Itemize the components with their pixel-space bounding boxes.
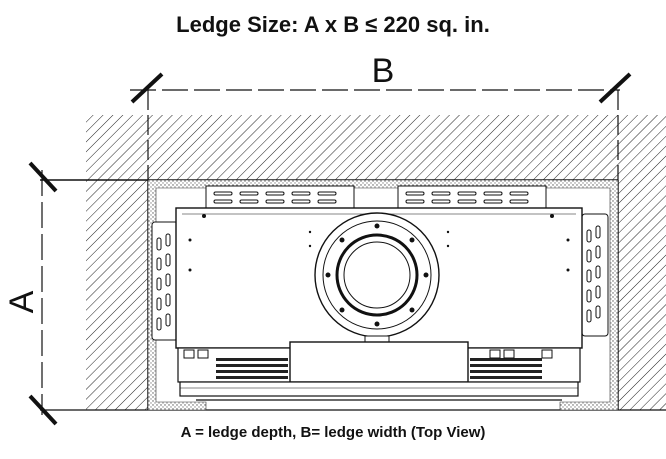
front-hinges	[183, 349, 553, 359]
dimension-b-tick-left	[130, 72, 164, 104]
diagram-caption: A = ledge depth, B= ledge width (Top Vie…	[180, 424, 486, 441]
front-section	[177, 341, 581, 397]
dimension-a-label: A	[3, 290, 41, 313]
front-vent-left	[216, 358, 288, 379]
dimension-b-label: B	[372, 52, 395, 90]
flue-collar	[314, 212, 440, 338]
side-bracket-left	[151, 221, 179, 341]
dimension-a-tick-top	[28, 161, 58, 193]
stove-body-holes	[188, 214, 570, 272]
flue-tab	[364, 335, 390, 343]
insulation-lining	[147, 179, 619, 411]
front-vent-right	[470, 358, 542, 379]
side-bracket-right	[581, 213, 609, 337]
dimension-a-tick-bottom	[28, 394, 58, 426]
rear-bracket-right	[397, 185, 547, 209]
wall-hatch	[86, 115, 666, 410]
dimension-b-tick-right	[598, 72, 632, 104]
rear-bracket-left	[205, 185, 355, 209]
flue-collar-bolts	[325, 223, 429, 327]
diagram-title: Ledge Size: A x B ≤ 220 sq. in.	[176, 12, 490, 37]
